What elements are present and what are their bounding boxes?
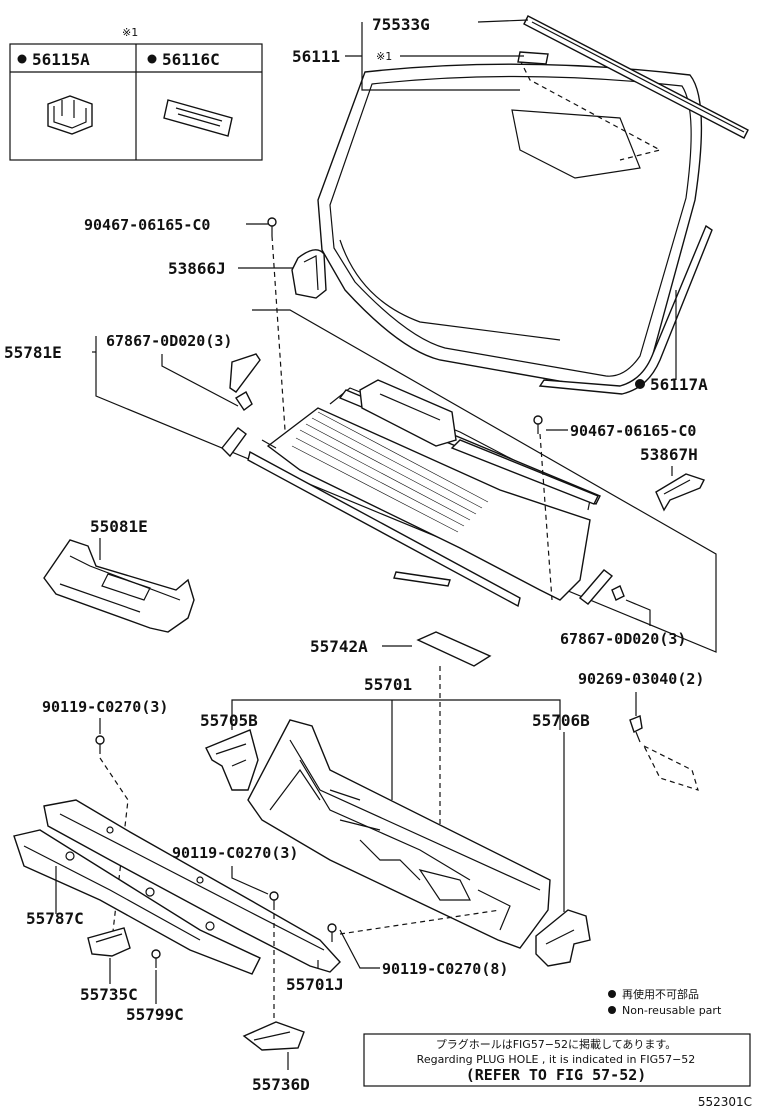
seal-67867-upper bbox=[229, 353, 261, 393]
note-refer: (REFER TO FIG 57-52) bbox=[466, 1066, 647, 1084]
non-reusable-dot-icon bbox=[635, 379, 645, 389]
label-67867-0D020-upper: 67867-0D020(3) bbox=[106, 332, 232, 350]
label-55736D: 55736D bbox=[252, 1075, 310, 1094]
clip-cowl-left bbox=[221, 427, 247, 458]
insulator-pad-55742A bbox=[416, 631, 492, 667]
cowl-vent-box bbox=[359, 379, 457, 447]
screw-90467-right bbox=[533, 415, 543, 434]
label-55799C: 55799C bbox=[126, 1005, 184, 1024]
label-90119-C0270-right: 90119-C0270(8) bbox=[382, 960, 508, 978]
screw-90467-left bbox=[267, 217, 277, 236]
seal-67867-lower bbox=[578, 569, 614, 605]
label-55705B: 55705B bbox=[200, 711, 258, 730]
bracket-55705B bbox=[205, 729, 259, 791]
screw-90119-right bbox=[327, 923, 337, 942]
label-75533G: 75533G bbox=[372, 15, 430, 34]
label-90467-06165-C0-left: 90467-06165-C0 bbox=[84, 216, 210, 234]
weatherstrip-56117A bbox=[538, 224, 713, 395]
label-56117A: 56117A bbox=[650, 375, 708, 394]
cowl-panel-55701 bbox=[247, 719, 551, 949]
screw-90119-middle bbox=[269, 891, 279, 910]
screw-90119-left bbox=[95, 735, 105, 754]
label-star1-glass: ※1 bbox=[376, 50, 392, 63]
cowl-side-seal-53866J bbox=[291, 249, 327, 299]
clip-56116C-drawing bbox=[163, 99, 233, 137]
label-53866J: 53866J bbox=[168, 259, 226, 278]
group-box-55781E bbox=[95, 309, 717, 653]
windshield-glass-56111 bbox=[317, 63, 703, 391]
non-reusable-dot-icon bbox=[608, 1006, 616, 1014]
label-star1-inset: ※1 bbox=[122, 26, 138, 39]
label-90269-03040: 90269-03040(2) bbox=[578, 670, 704, 688]
label-90119-C0270-left: 90119-C0270(3) bbox=[42, 698, 168, 716]
legend: 再使用不可部品 Non-reusable part bbox=[608, 987, 722, 1017]
label-53867H: 53867H bbox=[640, 445, 698, 464]
note-jp: プラグホールはFIG57−52に掲載してあります。 bbox=[436, 1037, 677, 1051]
label-90467-06165-C0-right: 90467-06165-C0 bbox=[570, 422, 696, 440]
glass-sticker bbox=[517, 51, 549, 65]
moulding-75533G bbox=[523, 15, 749, 139]
clip-inset-table: 56115A 56116C bbox=[9, 43, 263, 161]
label-56111: 56111 bbox=[292, 47, 340, 66]
non-reusable-dot-icon bbox=[147, 54, 157, 64]
label-56116C: 56116C bbox=[162, 50, 220, 69]
label-55735C: 55735C bbox=[80, 985, 138, 1004]
non-reusable-dot-icon bbox=[608, 990, 616, 998]
bracket-55706B bbox=[535, 909, 591, 967]
legend-jp: 再使用不可部品 bbox=[622, 987, 699, 1001]
sticker-guide-line bbox=[519, 59, 662, 161]
label-55742A: 55742A bbox=[310, 637, 368, 656]
label-55701: 55701 bbox=[364, 675, 412, 694]
cowl-louver-panel bbox=[247, 387, 591, 608]
note-en: Regarding PLUG HOLE , it is indicated in… bbox=[417, 1053, 696, 1066]
bracket-56111 bbox=[361, 22, 520, 91]
label-55787C: 55787C bbox=[26, 909, 84, 928]
figure-code: 552301C bbox=[698, 1095, 752, 1109]
label-67867-0D020-lower: 67867-0D020(3) bbox=[560, 630, 686, 648]
label-90119-C0270-middle: 90119-C0270(3) bbox=[172, 844, 298, 862]
brace-55736D bbox=[242, 1021, 305, 1051]
legend-en: Non-reusable part bbox=[622, 1004, 722, 1017]
clip-55799C bbox=[151, 949, 161, 968]
clip-56115A-drawing bbox=[47, 95, 93, 135]
bracket-55701 bbox=[231, 699, 561, 730]
panel-55081E bbox=[43, 539, 195, 633]
label-56115A: 56115A bbox=[32, 50, 90, 69]
label-55781E: 55781E bbox=[4, 343, 62, 362]
label-55706B: 55706B bbox=[532, 711, 590, 730]
non-reusable-dot-icon bbox=[17, 54, 27, 64]
crossmember-55787C bbox=[13, 799, 341, 975]
label-55081E: 55081E bbox=[90, 517, 148, 536]
clip-90269 bbox=[629, 715, 643, 743]
brace-55735C bbox=[87, 927, 131, 957]
reference-note-box: プラグホールはFIG57−52に掲載してあります。 Regarding PLUG… bbox=[363, 1033, 751, 1087]
label-55701J: 55701J bbox=[286, 975, 344, 994]
cowl-side-seal-53867H bbox=[655, 473, 705, 512]
